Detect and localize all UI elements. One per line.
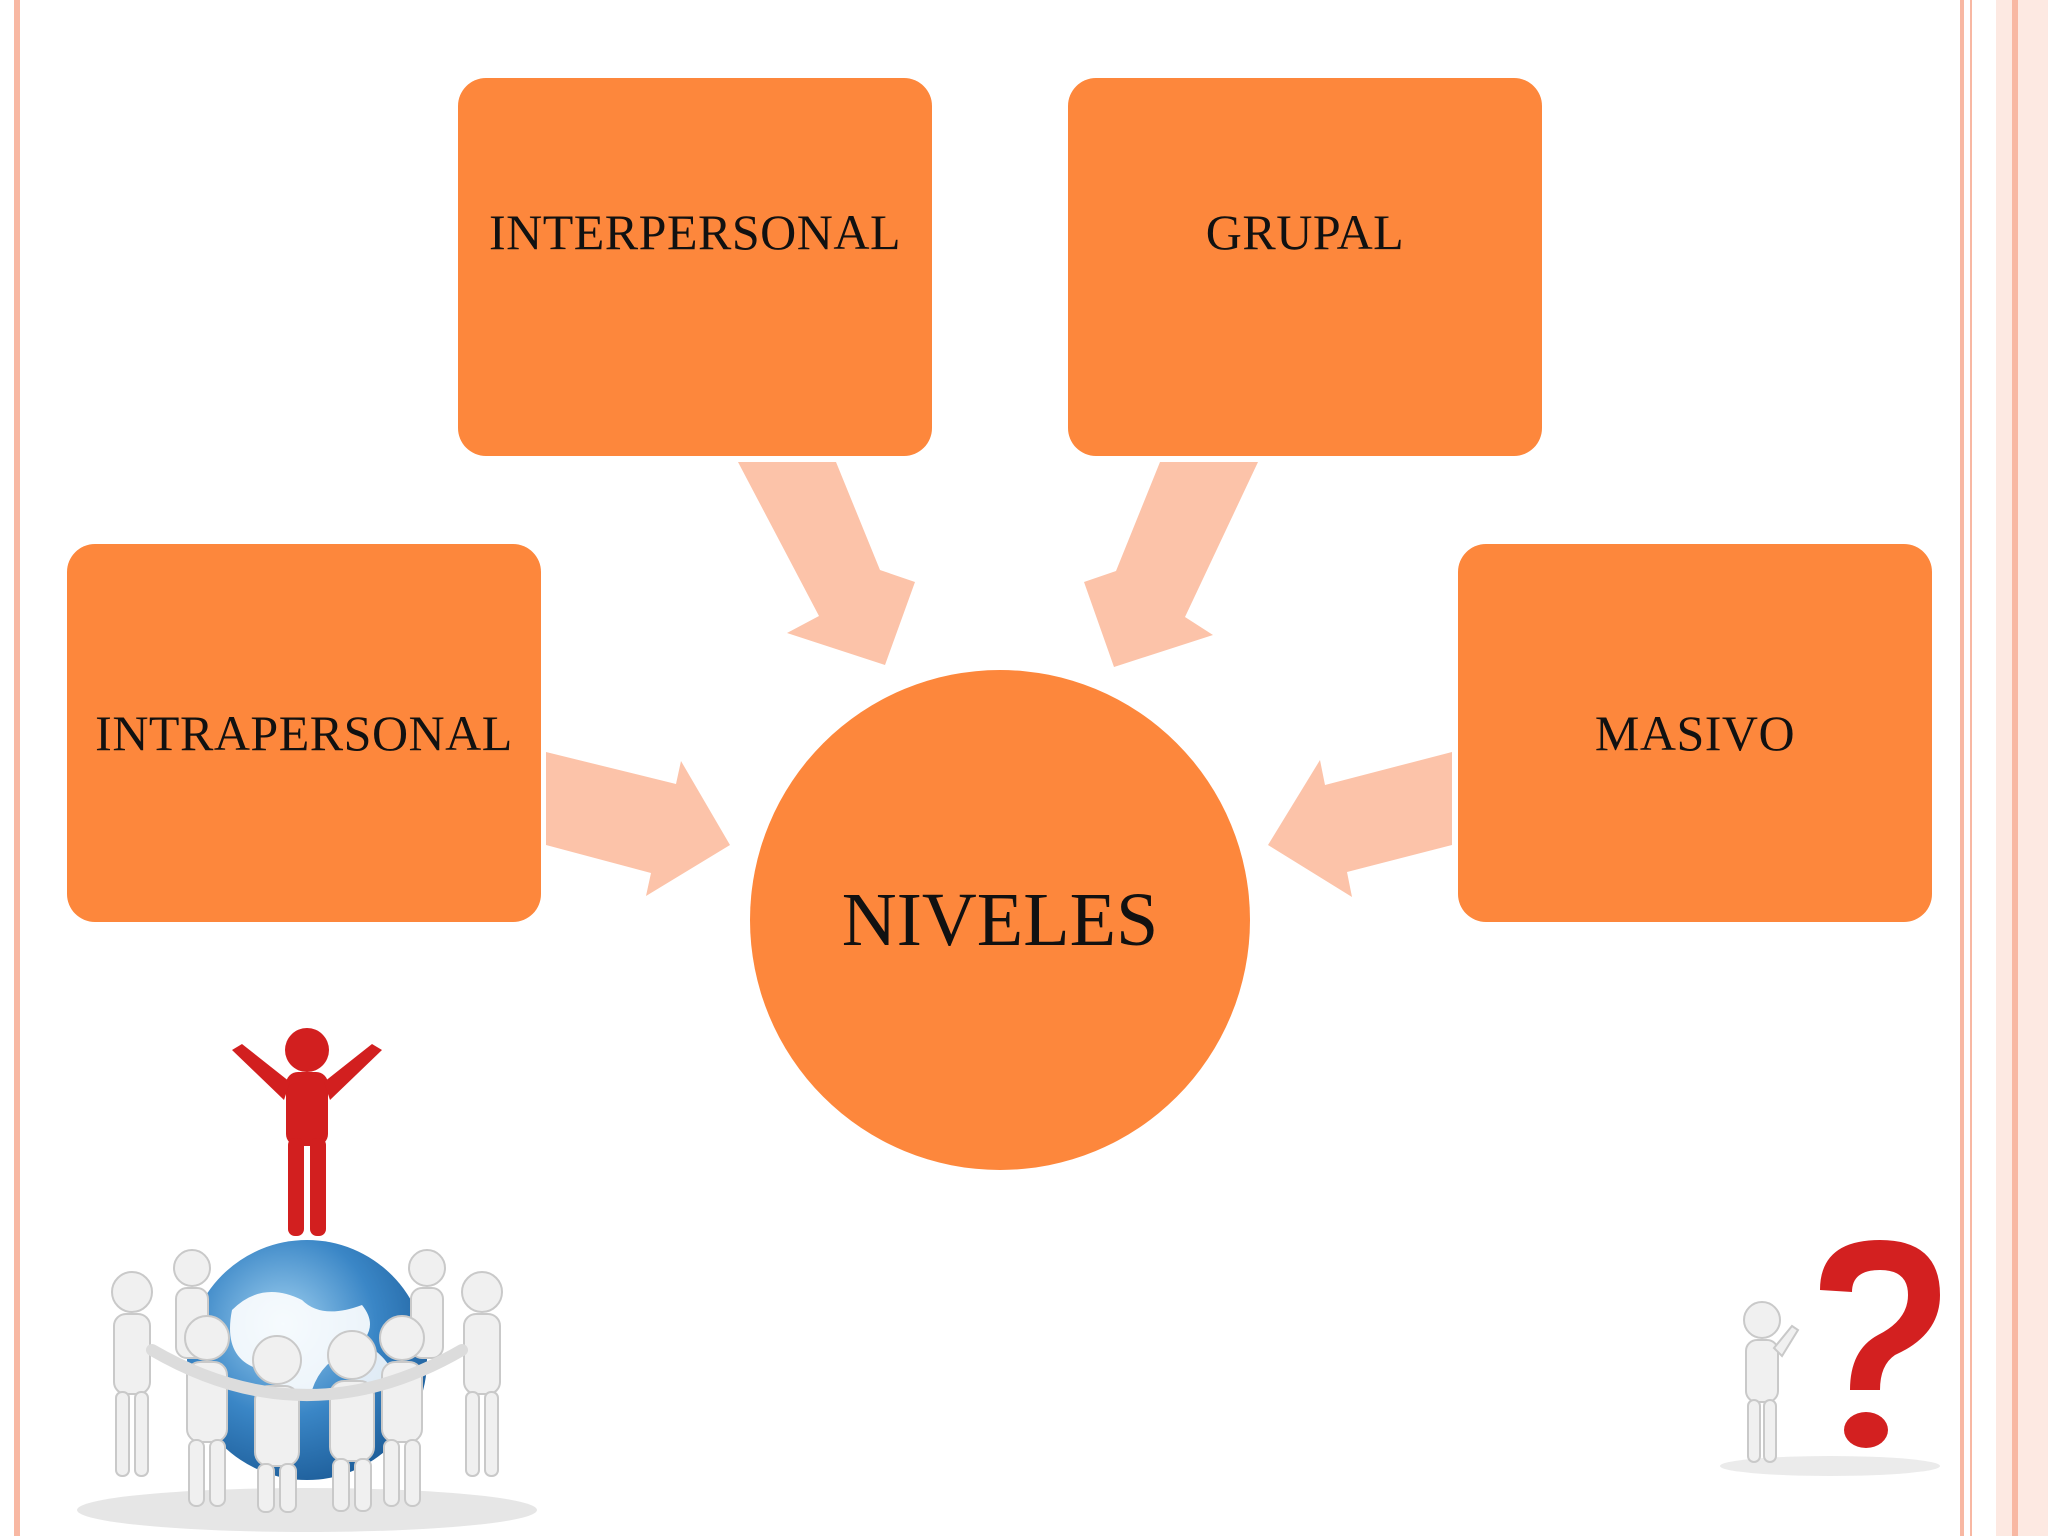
level-box-grupal: GRUPAL — [1068, 78, 1542, 456]
question-mark-figure-icon — [1720, 1240, 1940, 1476]
people-around-globe-icon — [62, 1020, 552, 1536]
level-label: GRUPAL — [1205, 204, 1405, 260]
arrow-intrapersonal — [546, 752, 730, 896]
level-box-masivo: MASIVO — [1458, 544, 1932, 922]
level-label: MASIVO — [1594, 705, 1796, 761]
right-border-band — [1996, 0, 2048, 1536]
right-border-rule — [2012, 0, 2018, 1536]
arrow-interpersonal — [738, 462, 915, 665]
right-border-rule — [1970, 0, 1972, 1536]
center-label: NIVELES — [841, 877, 1159, 962]
level-label: INTRAPERSONAL — [95, 705, 513, 761]
left-border-rule — [14, 0, 20, 1536]
center-node-niveles: NIVELES — [750, 670, 1250, 1170]
level-box-interpersonal: INTERPERSONAL — [458, 78, 932, 456]
right-border-rule — [1960, 0, 1964, 1536]
level-box-intrapersonal: INTRAPERSONAL — [67, 544, 541, 922]
level-label: INTERPERSONAL — [488, 204, 902, 260]
arrow-masivo — [1268, 752, 1452, 897]
arrow-grupal — [1084, 462, 1258, 667]
